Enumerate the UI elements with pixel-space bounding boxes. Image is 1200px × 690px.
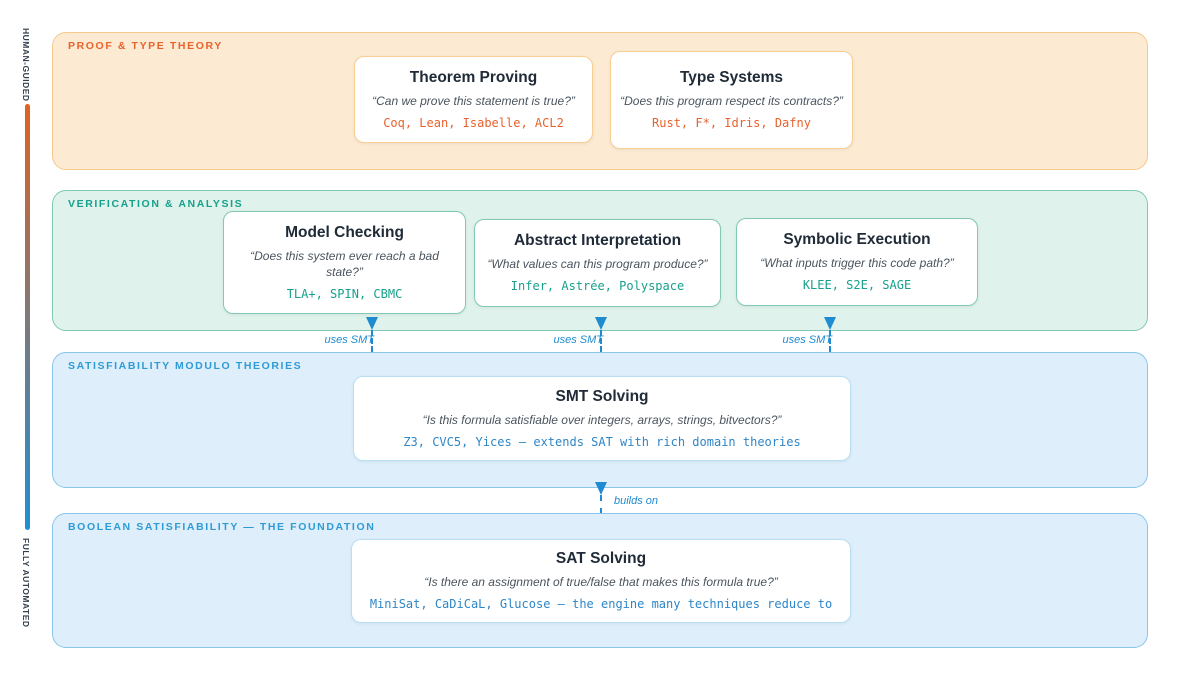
band-boolean-satisfiability: BOOLEAN SATISFIABILITY — THE FOUNDATION … bbox=[52, 513, 1148, 648]
dashed-connector-line bbox=[828, 330, 831, 352]
dashed-connector-line bbox=[370, 330, 373, 352]
uses-smt-label: uses SMT bbox=[553, 334, 603, 346]
card-tools: Rust, F*, Idris, Dafny bbox=[652, 116, 811, 131]
card-tools: Z3, CVC5, Yices — extends SAT with rich … bbox=[403, 434, 801, 449]
card-title: Symbolic Execution bbox=[783, 231, 931, 249]
band-proof-type-theory-label: PROOF & TYPE THEORY bbox=[68, 40, 223, 52]
uses-smt-connector bbox=[823, 317, 836, 352]
uses-smt-label: uses SMT bbox=[782, 334, 832, 346]
card-sat-solving: SAT Solving “Is there an assignment of t… bbox=[351, 539, 851, 623]
automation-gradient-bar bbox=[25, 104, 30, 530]
arrow-down-icon bbox=[365, 317, 378, 330]
card-title: SMT Solving bbox=[555, 387, 649, 405]
card-title: Model Checking bbox=[285, 223, 404, 241]
arrow-down-icon bbox=[594, 317, 607, 330]
band-satisfiability-modulo-theories: SATISFIABILITY MODULO THEORIES SMT Solvi… bbox=[52, 352, 1148, 488]
card-title: Abstract Interpretation bbox=[513, 232, 682, 250]
axis-fully-automated-label: FULLY AUTOMATED bbox=[21, 538, 31, 628]
dashed-connector-line bbox=[599, 330, 602, 352]
card-tools: KLEE, S2E, SAGE bbox=[802, 278, 912, 293]
band-sat-label: BOOLEAN SATISFIABILITY — THE FOUNDATION bbox=[68, 521, 376, 533]
uses-smt-connector bbox=[594, 317, 607, 352]
axis-human-guided-label: HUMAN-GUIDED bbox=[21, 28, 31, 102]
uses-smt-label: uses SMT bbox=[324, 334, 374, 346]
arrow-down-icon bbox=[823, 317, 836, 330]
card-symbolic-execution: Symbolic Execution “What inputs trigger … bbox=[736, 218, 978, 306]
builds-on-label: builds on bbox=[614, 495, 659, 507]
band-smt-label: SATISFIABILITY MODULO THEORIES bbox=[68, 360, 303, 372]
builds-on-connector bbox=[594, 482, 607, 514]
card-tools: Coq, Lean, Isabelle, ACL2 bbox=[383, 115, 564, 130]
card-title: SAT Solving bbox=[555, 550, 647, 568]
card-title: Type Systems bbox=[679, 69, 784, 87]
card-type-systems: Type Systems “Does this program respect … bbox=[610, 51, 853, 149]
card-tools: TLA+, SPIN, CBMC bbox=[286, 286, 403, 301]
card-question: “Can we prove this statement is true?” bbox=[372, 93, 575, 108]
band-verification-analysis: VERIFICATION & ANALYSIS Model Checking “… bbox=[52, 190, 1148, 331]
card-theorem-proving: Theorem Proving “Can we prove this state… bbox=[354, 56, 593, 143]
card-tools: MiniSat, CaDiCaL, Glucose — the engine m… bbox=[369, 597, 833, 612]
dashed-connector-line bbox=[599, 495, 602, 514]
card-abstract-interpretation: Abstract Interpretation “What values can… bbox=[474, 219, 721, 307]
card-question: “Does this program respect its contracts… bbox=[620, 94, 843, 109]
card-question: “What inputs trigger this code path?” bbox=[760, 256, 954, 271]
band-verification-analysis-label: VERIFICATION & ANALYSIS bbox=[68, 198, 244, 210]
card-tools: Infer, Astrée, Polyspace bbox=[510, 279, 685, 294]
card-smt-solving: SMT Solving “Is this formula satisfiable… bbox=[353, 376, 851, 461]
card-question: “Is this formula satisfiable over intege… bbox=[422, 412, 782, 427]
arrow-down-icon bbox=[594, 482, 607, 495]
band-proof-type-theory: PROOF & TYPE THEORY Theorem Proving “Can… bbox=[52, 32, 1148, 170]
card-model-checking: Model Checking “Does this system ever re… bbox=[223, 211, 466, 314]
card-question: “Is there an assignment of true/false th… bbox=[424, 575, 778, 590]
uses-smt-connector bbox=[365, 317, 378, 352]
card-title: Theorem Proving bbox=[409, 68, 538, 86]
card-question: “Does this system ever reach a bad state… bbox=[250, 248, 439, 279]
card-question: “What values can this program produce?” bbox=[487, 257, 708, 272]
